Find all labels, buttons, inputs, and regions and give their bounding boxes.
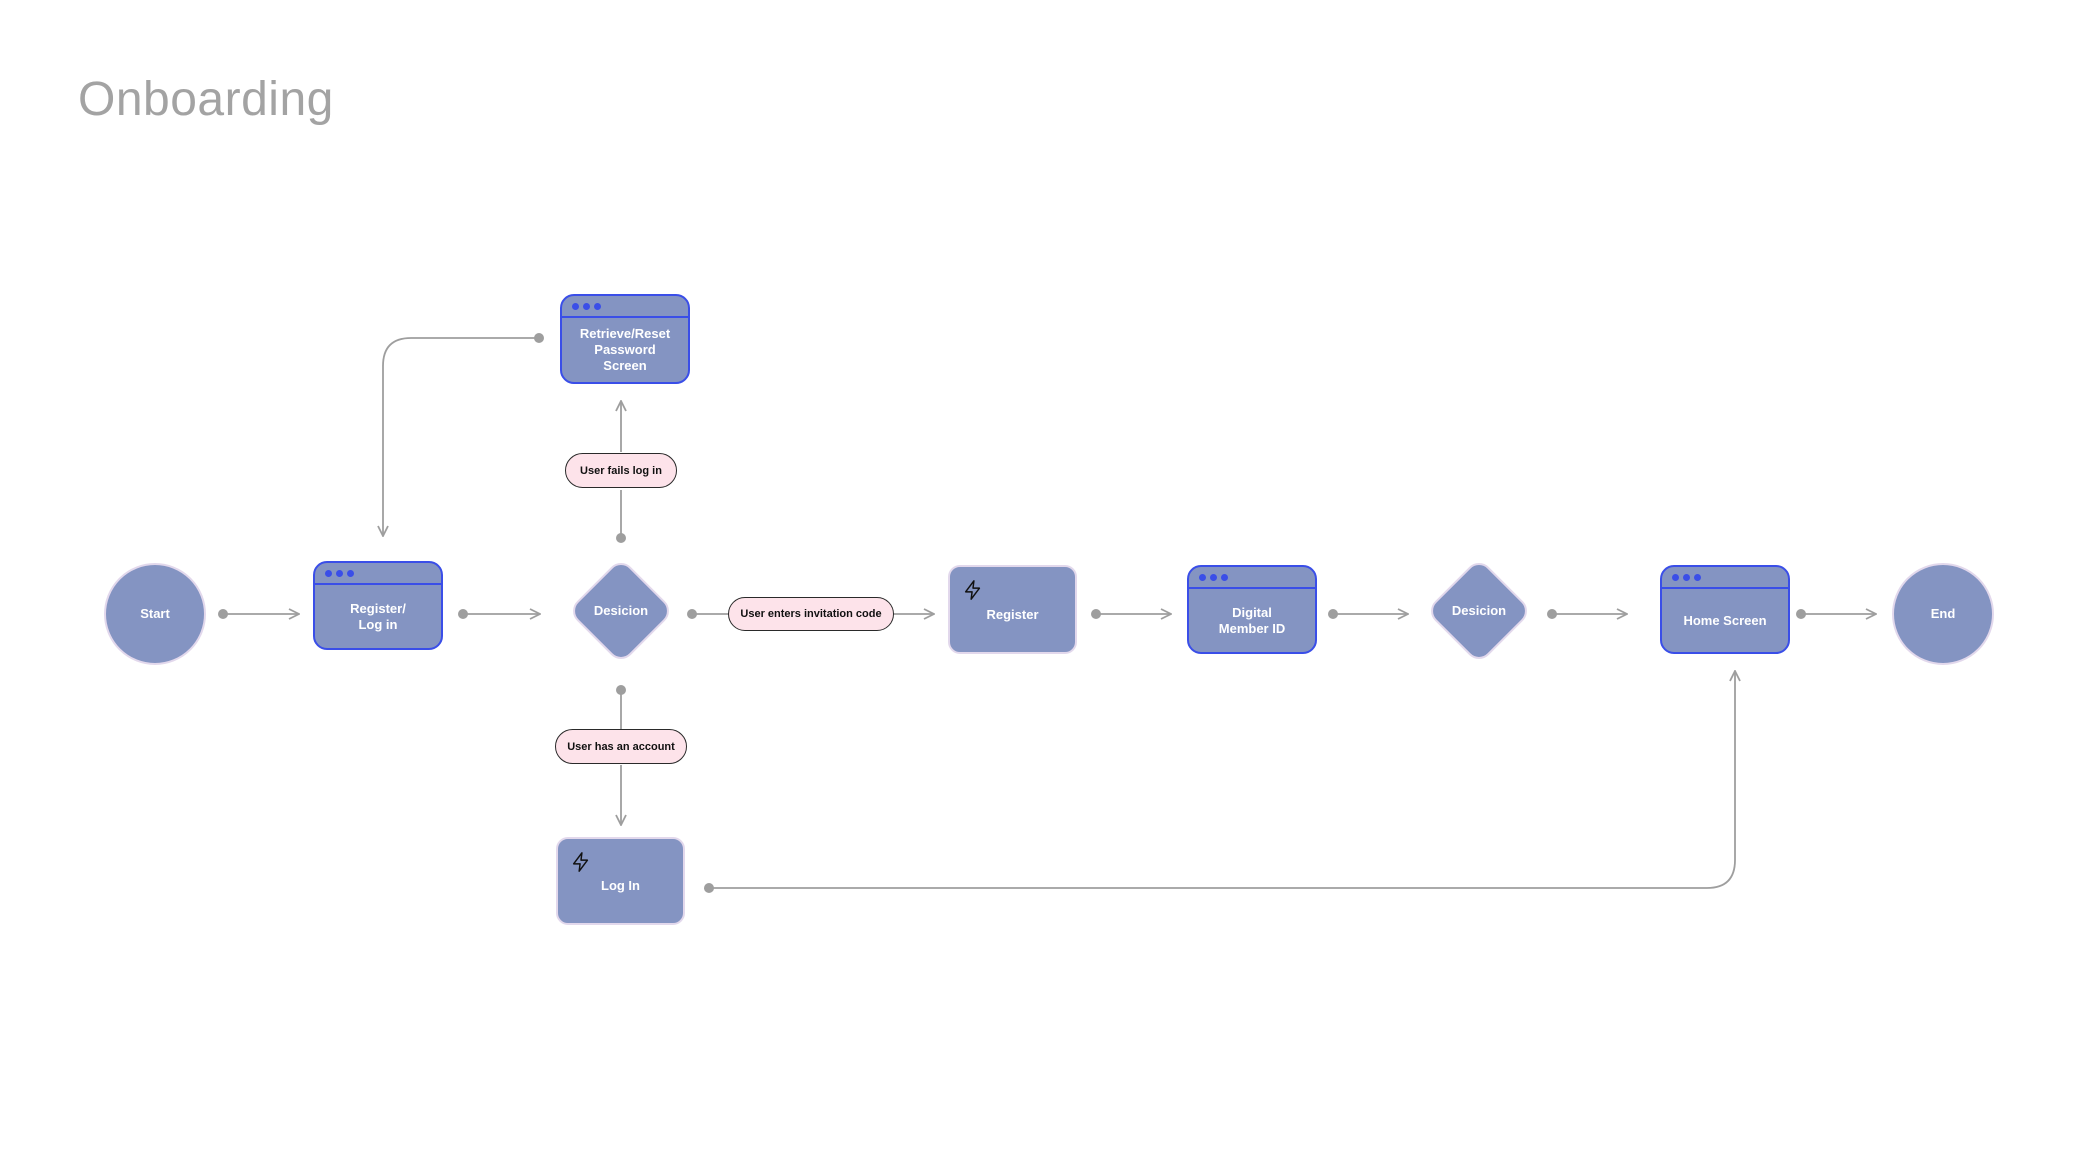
connector-dot — [687, 609, 697, 619]
connector-dot — [534, 333, 544, 343]
home-screen-label: Home Screen — [1683, 612, 1767, 628]
digital-member-id-screen-node[interactable]: Digital Member ID — [1187, 565, 1317, 654]
edge-label-user-fails-log-in: User fails log in — [565, 453, 677, 488]
window-dot-icon — [572, 302, 579, 310]
edge-label-user-has-an-account: User has an account — [555, 729, 687, 764]
register-label: Register — [986, 606, 1039, 622]
window-dot-icon — [1199, 573, 1206, 581]
end-node[interactable]: End — [1892, 563, 1994, 665]
window-dot-icon — [347, 569, 354, 577]
window-title-bar — [1189, 567, 1315, 589]
decision-node-2[interactable]: Desicion — [1424, 556, 1534, 666]
decision-node-1[interactable]: Desicion — [566, 556, 676, 666]
window-dot-icon — [1672, 573, 1679, 581]
window-dot-icon — [336, 569, 343, 577]
end-label: End — [1930, 606, 1956, 621]
register-login-screen-node[interactable]: Register/ Log in — [313, 561, 443, 650]
page-title: Onboarding — [78, 73, 334, 126]
window-dot-icon — [1210, 573, 1217, 581]
window-dot-icon — [583, 302, 590, 310]
window-dot-icon — [325, 569, 332, 577]
edge-login-to-home — [709, 671, 1735, 889]
window-title-bar — [1662, 567, 1788, 589]
connector-dot — [616, 533, 626, 543]
log-in-label: Log In — [601, 878, 640, 893]
connector-dot — [458, 609, 468, 619]
digital-member-id-label: Digital Member ID — [1218, 604, 1286, 636]
window-title-bar — [562, 296, 688, 318]
decision-1-label: Desicion — [593, 603, 649, 618]
register-action-node[interactable]: Register — [948, 565, 1077, 654]
connector-dot — [1328, 609, 1338, 619]
connector-dot — [616, 685, 626, 695]
edge-label-user-enters-invitation-code: User enters invitation code — [728, 597, 894, 631]
connector-dot — [218, 609, 228, 619]
start-label: Start — [140, 606, 170, 621]
window-dot-icon — [1694, 573, 1701, 581]
register-login-label: Register/ Log in — [350, 600, 406, 632]
log-in-action-node[interactable]: Log In — [556, 837, 685, 925]
window-dot-icon — [594, 302, 601, 310]
retrieve-reset-label: Retrieve/Reset Password Screen — [579, 326, 671, 373]
retrieve-reset-password-screen-node[interactable]: Retrieve/Reset Password Screen — [560, 294, 690, 384]
connector-dot — [1796, 609, 1806, 619]
home-screen-node[interactable]: Home Screen — [1660, 565, 1790, 654]
window-dot-icon — [1221, 573, 1228, 581]
lightning-icon — [964, 580, 981, 600]
connector-dot — [1547, 609, 1557, 619]
connector-dot — [1091, 609, 1101, 619]
decision-2-label: Desicion — [1451, 603, 1507, 618]
window-dot-icon — [1683, 573, 1690, 581]
edge-retrieve-to-register-login — [383, 337, 539, 536]
connector-dot — [704, 883, 714, 893]
lightning-icon — [572, 852, 589, 872]
start-node[interactable]: Start — [104, 563, 206, 665]
window-title-bar — [315, 563, 441, 585]
